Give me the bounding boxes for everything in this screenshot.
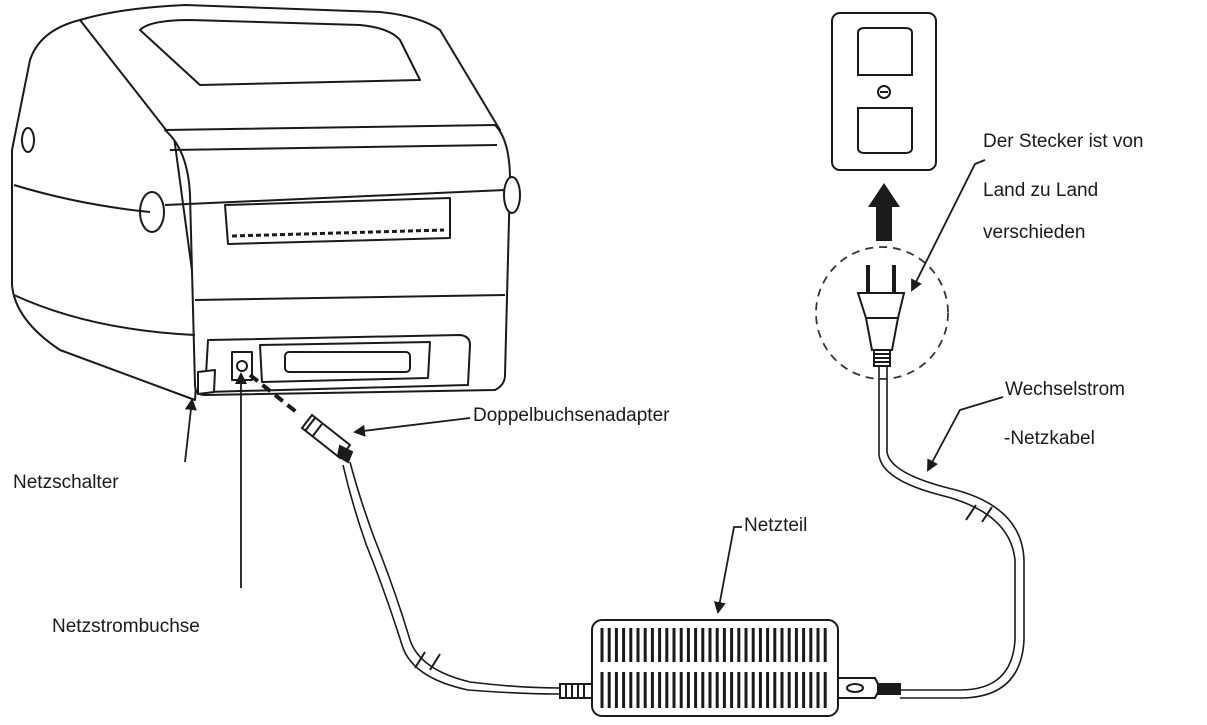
printer [11,4,521,401]
plug-note-line1: Der Stecker ist von [983,131,1144,152]
plug [856,265,906,367]
leader-lines [184,159,1004,614]
up-arrow-icon [868,183,900,241]
power-supply-unit [559,619,901,717]
adapter-label: Doppelbuchsenadapter [473,405,670,426]
plug-note-line2: Land zu Land [983,180,1099,201]
power-supply-label: Netzteil [744,515,808,536]
power-socket-label: Netzstrombuchse [52,616,200,637]
plug-note-line3: verschieden [983,222,1086,243]
power-switch-label: Netzschalter [13,472,119,493]
ac-cable-label-line1: Wechselstrom [1005,379,1126,400]
dc-power-cable [342,461,561,695]
wall-outlet [831,12,937,171]
plug-highlight-circle [815,246,949,380]
insertion-guide [248,373,302,417]
ac-cable-label-line2: -Netzkabel [1004,428,1095,449]
dual-socket-adapter [300,413,354,464]
ac-power-cable [878,366,1025,699]
